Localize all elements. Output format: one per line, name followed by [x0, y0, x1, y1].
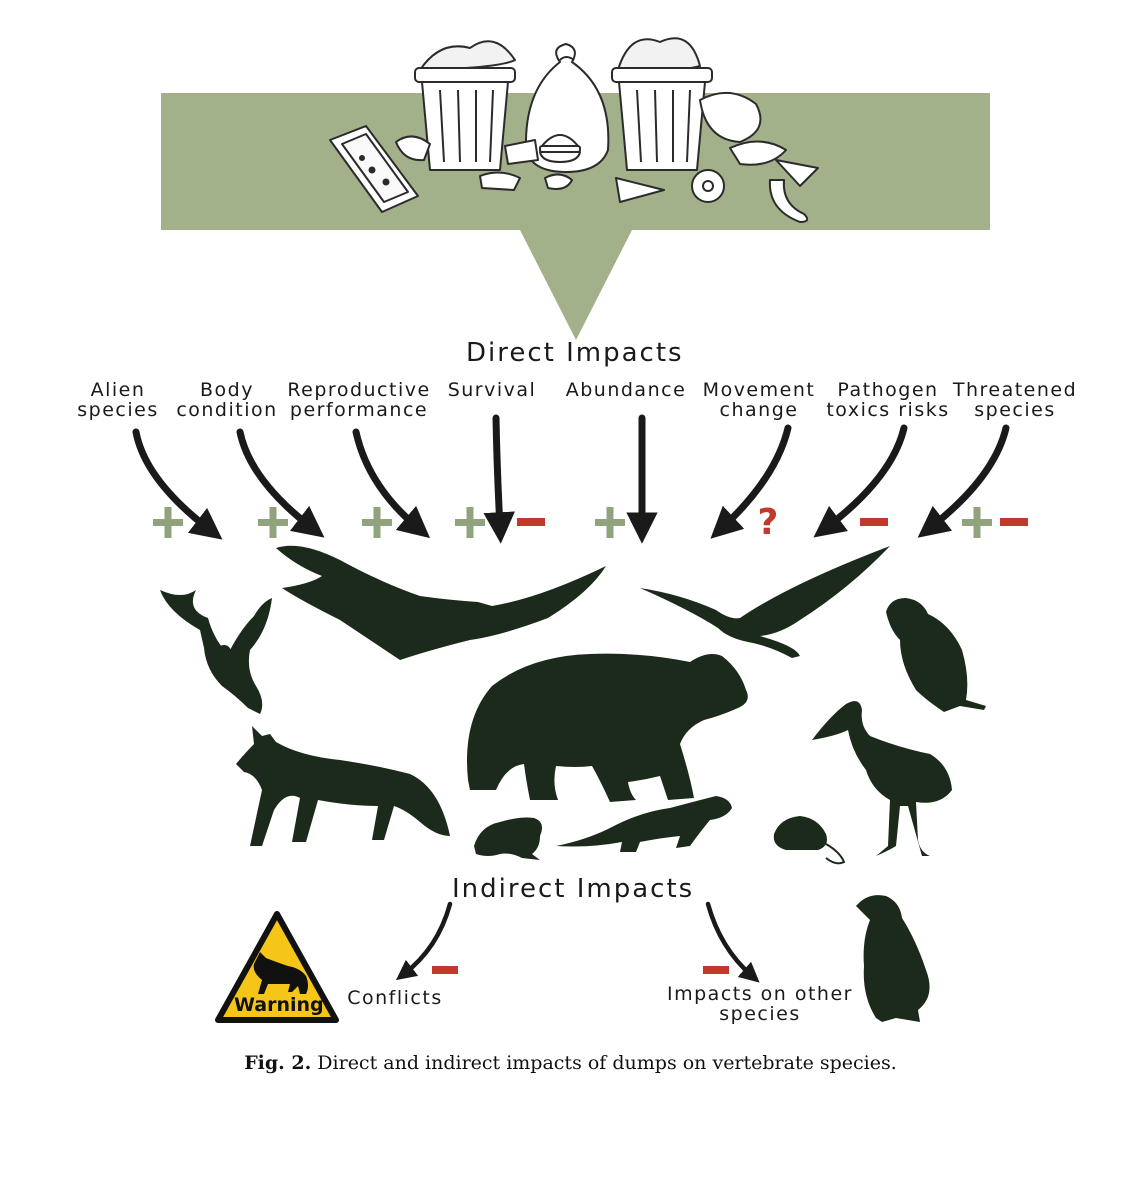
dog-icon	[253, 952, 308, 994]
sign-minus-conflicts	[432, 966, 458, 974]
warning-sign-text: Warning	[234, 994, 324, 1016]
arrow-reproductive-performance	[352, 428, 431, 539]
sign-plus-survival	[455, 507, 485, 538]
caption-label: Fig. 2.	[244, 1052, 312, 1074]
eagle-icon	[160, 590, 272, 714]
vulture-icon	[276, 545, 606, 660]
arrow-movement-change	[710, 424, 792, 539]
sign-plus-alien	[153, 507, 183, 538]
arrow-other-species	[705, 901, 760, 983]
fox-icon	[236, 726, 450, 846]
sign-plus-body	[258, 507, 288, 538]
figure-caption: Fig. 2. Direct and indirect impacts of d…	[0, 1052, 1141, 1074]
garbage-pile	[329, 37, 819, 223]
caption-text: Direct and indirect impacts of dumps on …	[317, 1052, 897, 1074]
direct-arrows	[132, 414, 1010, 544]
sign-minus-pathogen	[860, 518, 888, 526]
direct-impacts-heading: Direct Impacts	[466, 338, 684, 368]
banana-icon	[768, 179, 809, 223]
frog-icon	[474, 817, 542, 860]
arrow-conflicts	[395, 901, 453, 981]
otter-icon	[556, 796, 732, 852]
sign-minus-threatened	[1000, 518, 1028, 526]
label-survival: Survival	[447, 379, 537, 401]
burger-icon	[539, 134, 581, 163]
sign-minus-other-species	[703, 966, 729, 974]
sign-plus-threatened	[962, 507, 992, 538]
arrow-survival	[483, 414, 515, 544]
mouse-icon	[773, 816, 846, 865]
arrow-alien-species	[132, 428, 223, 540]
sign-minus-survival	[517, 518, 545, 526]
pizza-box-icon	[329, 125, 419, 213]
arrow-body-condition	[236, 428, 325, 538]
sign-plus-reproductive	[362, 507, 392, 538]
indirect-impacts-heading: Indirect Impacts	[452, 874, 695, 904]
arrow-pathogen-toxics	[813, 424, 908, 538]
animal-silhouettes	[160, 545, 986, 1022]
donut-icon	[691, 169, 725, 203]
trash-can-icon	[414, 40, 516, 171]
sign-question-movement: ?	[758, 502, 779, 543]
effect-signs: ?	[153, 502, 1028, 974]
gull-icon	[640, 546, 890, 658]
vulture-icon	[886, 598, 986, 712]
label-conflicts: Conflicts	[347, 987, 443, 1009]
stork-icon	[812, 701, 952, 856]
penguin-icon	[856, 895, 930, 1022]
arrow-threatened-species	[917, 424, 1010, 538]
indirect-arrows	[395, 901, 760, 983]
label-abundance: Abundance	[565, 379, 687, 401]
warning-sign	[215, 911, 339, 1023]
sign-plus-abundance	[595, 507, 625, 538]
bear-icon	[467, 653, 748, 802]
trash-can-icon	[611, 37, 713, 171]
